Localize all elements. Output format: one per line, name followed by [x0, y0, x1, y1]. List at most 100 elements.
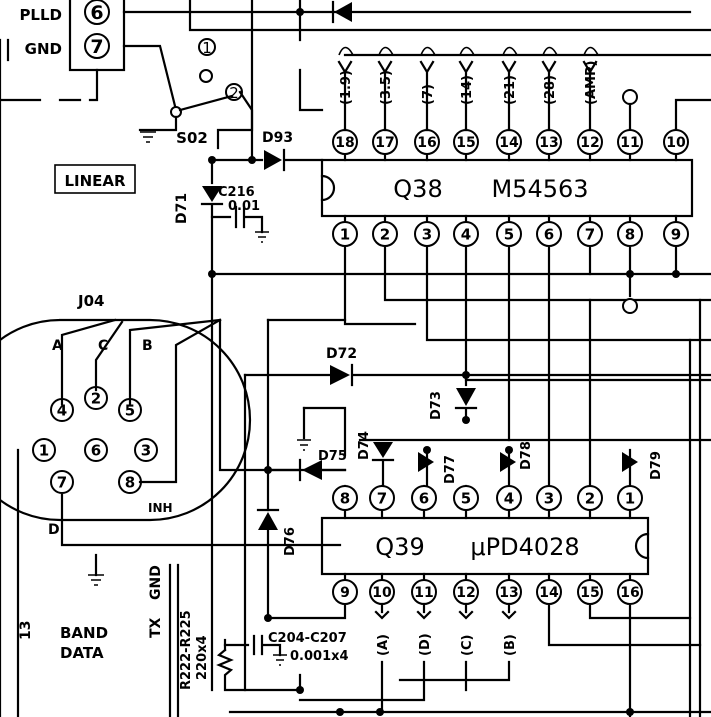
q38-bottom-pin-8	[617, 221, 643, 247]
q38-top-pin-16-number: 16	[417, 135, 436, 151]
q38-bottom-pin-4	[453, 221, 479, 247]
q38-bottom-pin-1-number: 1	[340, 225, 350, 243]
r222-label: R222-R225	[179, 610, 194, 690]
q39-top-pin-4	[496, 485, 522, 511]
switch-pos-1: 1	[202, 39, 212, 57]
q38-bottom-pin-9-number: 9	[671, 225, 681, 243]
q38-top-pin-13-number: 13	[539, 135, 558, 151]
q39-bottom-labels: (A)(D)(C)(B)	[374, 602, 518, 656]
q38-signal-line-6	[582, 60, 598, 132]
q38-bottom-pin-4-number: 4	[461, 225, 471, 243]
c204-label: C204-C207	[268, 631, 347, 646]
data-label: DATA	[60, 644, 104, 662]
q39-ref: Q39	[375, 533, 424, 561]
q39-input-label-1: (D)	[418, 633, 433, 656]
q38-band-label-4: (21)	[503, 75, 518, 105]
q39-top-pin-2	[577, 485, 603, 511]
q39-bottom-pin-11-number: 11	[414, 585, 433, 601]
q39-bottom-pin-16-number: 16	[620, 585, 639, 601]
j04-connector: J04 A C B D INH	[0, 292, 252, 538]
q38-band-label-2: (7)	[421, 84, 436, 105]
j04-label-b: B	[142, 338, 153, 354]
q39-bottom-pin-10-number: 10	[372, 585, 392, 601]
q38-bottom-pin-6	[536, 221, 562, 247]
plld-label: PLLD	[19, 6, 62, 24]
q38-ref: Q38	[393, 175, 442, 203]
q38-signal-line-3	[458, 60, 474, 132]
c204-value: 0.001x4	[290, 649, 349, 664]
q38-bottom-pin-7-number: 7	[585, 225, 595, 243]
q39-bottom-pin-15-number: 15	[580, 585, 599, 601]
switch-s02: 1 2 S02	[138, 38, 254, 150]
q38-bottom-pin-1	[332, 221, 358, 247]
j04-label-inh: INH	[148, 501, 173, 515]
q39-bottom-pin-9-number: 9	[340, 585, 350, 601]
q39-top-pin-7	[369, 485, 395, 511]
q38-bottom-pin-8-number: 8	[625, 225, 635, 243]
d75-diode	[302, 460, 322, 480]
q38-band-label-1: (3.5)	[379, 70, 394, 105]
q39-bottom-pin-15	[577, 579, 603, 605]
j04-pin-7-number: 7	[57, 473, 67, 491]
q39-top-pin-7-number: 7	[377, 489, 387, 507]
q38-top-pin-10-number: 10	[666, 135, 686, 151]
j04-name: J04	[77, 292, 104, 310]
d73-diode	[456, 388, 476, 406]
q38-top-pin-14-number: 14	[499, 135, 519, 151]
q39-top-pin-5-number: 5	[461, 489, 471, 507]
q39-top-pin-1	[617, 485, 643, 511]
d93-diode	[264, 150, 282, 170]
linear-label: LINEAR	[64, 172, 126, 190]
d75-label: D75	[318, 449, 347, 464]
tx-label: TX	[148, 617, 164, 638]
q38-bottom-pin-5	[496, 221, 522, 247]
j04-pin-5-number: 5	[125, 401, 135, 419]
d79-label: D79	[649, 451, 664, 480]
gnd-label: GND	[25, 40, 62, 58]
d77-label: D77	[443, 455, 458, 484]
q38-ic: Q38 M54563	[320, 158, 694, 218]
d73-label: D73	[429, 391, 444, 420]
q38-bottom-pin-6-number: 6	[544, 225, 554, 243]
q39-top-pin-2-number: 2	[585, 489, 595, 507]
d74-diode	[373, 442, 393, 458]
d93-label: D93	[262, 130, 293, 146]
j04-pin-1	[32, 438, 56, 462]
q39-bottom-pin-13-number: 13	[499, 585, 518, 601]
q39-top-pin-6-number: 6	[419, 489, 429, 507]
j04-label-c: C	[98, 338, 108, 354]
j04-pin-4-number: 4	[57, 401, 67, 419]
q39-part: μPD4028	[470, 533, 579, 561]
q39-top-pin-3	[536, 485, 562, 511]
q38-top-pin-11-number: 11	[620, 135, 639, 151]
q38-band-label-6: (AMP)	[584, 61, 599, 105]
c216-name: C216	[218, 185, 255, 200]
d76-diode	[258, 512, 278, 530]
connector-pin-6-number: 6	[90, 2, 103, 24]
q38-signal-line-2	[419, 60, 435, 132]
q38-signal-line-4	[501, 60, 517, 132]
q38-top-pin-18-number: 18	[335, 135, 354, 151]
switch-pos-2: 2	[229, 84, 239, 102]
j04-pin-6	[84, 438, 108, 462]
q39-bottom-pin-14	[536, 579, 562, 605]
q38-bottom-pin-2-number: 2	[380, 225, 390, 243]
q39-top-pin-1-number: 1	[625, 489, 635, 507]
connector-pin-7	[84, 33, 110, 59]
j04-pin-3-number: 3	[141, 441, 151, 459]
q39-bottom-pin-14-number: 14	[539, 585, 559, 601]
q38-signal-line-1	[377, 60, 393, 132]
q38-signal-line-5	[541, 60, 557, 132]
q39-input-label-0: (A)	[376, 634, 391, 656]
q38-bottom-pin-5-number: 5	[504, 225, 514, 243]
top-connector: 6 7 PLLD GND	[19, 0, 126, 72]
q38-bottom-pin-7	[577, 221, 603, 247]
q39-bottom-pin-9	[332, 579, 358, 605]
q38-bottom-pin-9	[663, 221, 689, 247]
connector-pin-7-number: 7	[90, 36, 103, 58]
j04-pin-2-number: 2	[91, 389, 101, 407]
